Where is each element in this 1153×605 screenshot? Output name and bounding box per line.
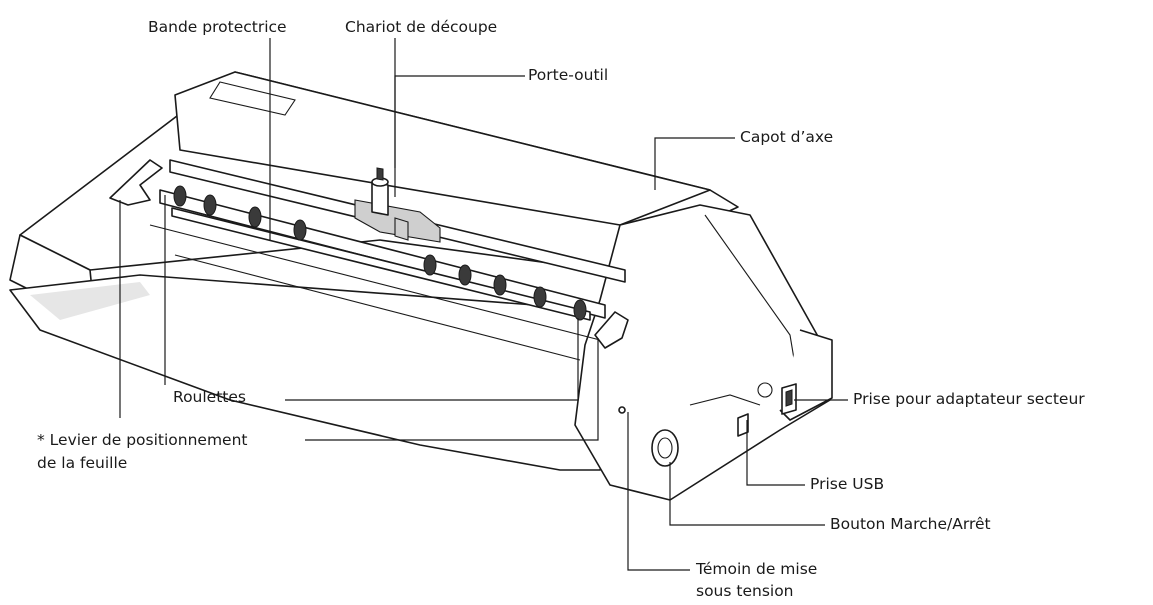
leader-lines	[119, 38, 848, 571]
label-prise-usb: Prise USB	[810, 475, 885, 493]
left-lever	[109, 159, 163, 206]
label-bouton-marche: Bouton Marche/Arrêt	[830, 515, 991, 533]
label-levier-line1: * Levier de positionnement	[37, 431, 248, 449]
label-chariot-de-decoupe: Chariot de découpe	[345, 18, 498, 36]
rollers	[173, 185, 587, 321]
right-lever	[594, 311, 629, 349]
label-prise-adaptateur: Prise pour adaptateur secteur	[853, 390, 1085, 408]
label-levier-line2: de la feuille	[37, 454, 128, 472]
front-controls	[618, 382, 797, 467]
label-temoin-line2: sous tension	[696, 582, 794, 600]
label-porte-outil: Porte-outil	[528, 66, 609, 84]
label-capot-daxe: Capot d’axe	[740, 128, 834, 146]
label-temoin-line1: Témoin de mise	[696, 560, 818, 578]
label-roulettes: Roulettes	[173, 388, 246, 406]
label-bande-protectrice: Bande protectrice	[148, 18, 287, 36]
cutting-carriage	[354, 167, 441, 243]
